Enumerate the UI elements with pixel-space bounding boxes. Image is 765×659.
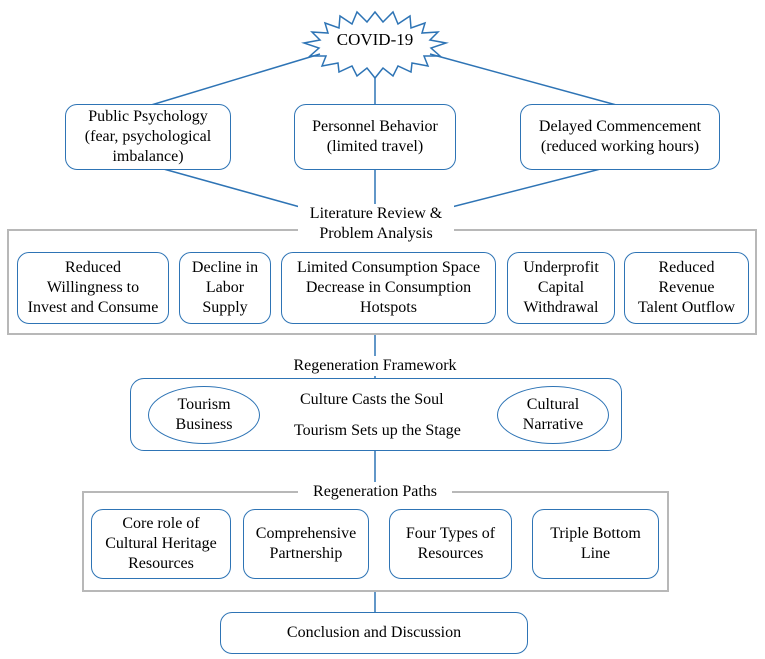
connector-covid-psychology (147, 53, 321, 107)
review-item-willingness: Reduced Willingness to Invest and Consum… (17, 252, 169, 324)
connector-covid-commencement (429, 53, 621, 107)
conclusion-box: Conclusion and Discussion (220, 612, 528, 654)
review-item-revenue: Reduced Revenue Talent Outflow (624, 252, 749, 324)
tourism-sets-stage-label: Tourism Sets up the Stage (292, 421, 463, 441)
review-title: Literature Review & Problem Analysis (298, 204, 454, 244)
path-triple-bottom-line: Triple Bottom Line (532, 509, 659, 579)
connector-commencement-review (431, 163, 621, 213)
review-item-underprofit: Underprofit Capital Withdrawal (507, 252, 615, 324)
path-comprehensive-partnership: Comprehensive Partnership (243, 509, 369, 579)
path-cultural-heritage: Core role of Cultural Heritage Resources (91, 509, 231, 579)
impact-public-psychology: Public Psychology (fear, psychological i… (65, 104, 231, 170)
impact-delayed-commencement: Delayed Commencement (reduced working ho… (520, 104, 720, 170)
framework-title: Regeneration Framework (270, 356, 480, 376)
paths-title: Regeneration Paths (298, 482, 452, 502)
review-item-consumption-space: Limited Consumption Space Decrease in Co… (281, 252, 496, 324)
covid-label: COVID-19 (336, 30, 414, 49)
impact-personnel-behavior: Personnel Behavior (limited travel) (294, 104, 456, 170)
path-four-resources: Four Types of Resources (389, 509, 512, 579)
review-item-labor: Decline in Labor Supply (179, 252, 271, 324)
culture-casts-soul-label: Culture Casts the Soul (298, 390, 446, 410)
tourism-business-node: Tourism Business (148, 386, 260, 444)
cultural-narrative-node: Cultural Narrative (497, 386, 609, 444)
connector-psychology-review (159, 167, 319, 213)
